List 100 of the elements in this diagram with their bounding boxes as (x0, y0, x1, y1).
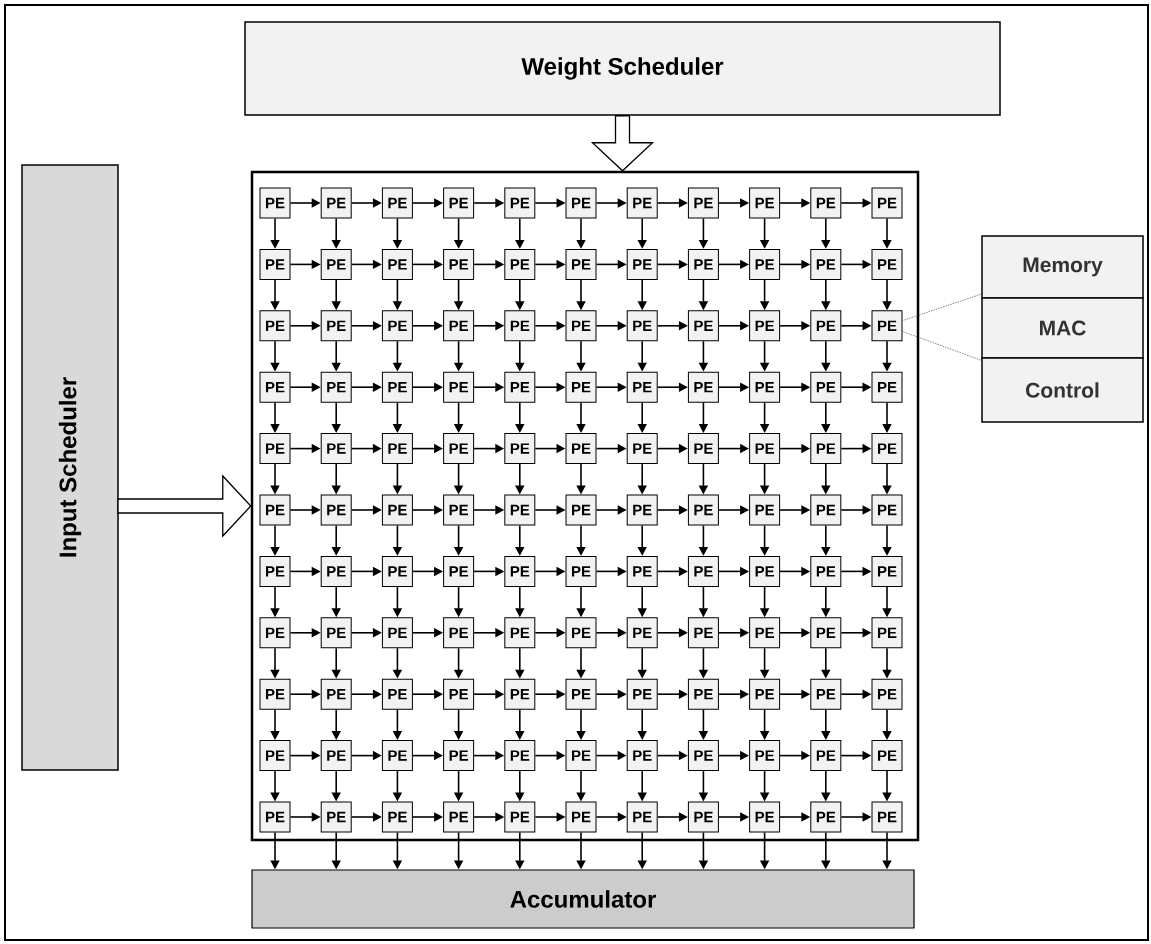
pe-box: PE (504, 433, 536, 465)
pe-box: PE (810, 740, 842, 772)
pe-box: PE (320, 187, 352, 219)
pe-box: PE (565, 740, 597, 772)
pe-box: PE (381, 494, 413, 526)
pe-box: PE (749, 801, 781, 833)
pe-box: PE (687, 248, 719, 280)
accumulator-box: Accumulator (251, 869, 915, 929)
pe-box: PE (687, 371, 719, 403)
pe-box: PE (749, 678, 781, 710)
pe-box: PE (565, 801, 597, 833)
pe-box: PE (871, 678, 903, 710)
pe-box: PE (259, 310, 291, 342)
arrow (821, 708, 831, 740)
pe-box: PE (259, 801, 291, 833)
pe-box: PE (259, 678, 291, 710)
pe-box: PE (810, 310, 842, 342)
component-box: Control (981, 357, 1144, 423)
pe-box: PE (565, 555, 597, 587)
pe-box: PE (504, 248, 536, 280)
pe-box: PE (871, 617, 903, 649)
arrow (515, 708, 525, 740)
pe-box: PE (259, 740, 291, 772)
pe-box: PE (871, 371, 903, 403)
pe-box: PE (259, 371, 291, 403)
pe-box: PE (871, 187, 903, 219)
pe-box: PE (687, 555, 719, 587)
pe-box: PE (381, 248, 413, 280)
pe-box: PE (687, 801, 719, 833)
pe-box: PE (504, 617, 536, 649)
pe-box: PE (443, 371, 475, 403)
pe-box: PE (381, 555, 413, 587)
pe-box: PE (626, 187, 658, 219)
pe-box: PE (259, 433, 291, 465)
pe-box: PE (443, 678, 475, 710)
pe-box: PE (381, 433, 413, 465)
pe-box: PE (749, 555, 781, 587)
pe-box: PE (749, 310, 781, 342)
pe-box: PE (626, 371, 658, 403)
pe-box: PE (749, 740, 781, 772)
pe-box: PE (687, 617, 719, 649)
pe-box: PE (443, 310, 475, 342)
pe-box: PE (381, 617, 413, 649)
pe-box: PE (320, 494, 352, 526)
pe-box: PE (320, 555, 352, 587)
pe-box: PE (565, 371, 597, 403)
pe-box: PE (687, 310, 719, 342)
scheduler-box: Input Scheduler (21, 164, 119, 771)
leader-line (902, 331, 982, 361)
pe-box: PE (320, 801, 352, 833)
pe-box: PE (565, 494, 597, 526)
arrow (270, 708, 280, 740)
pe-box: PE (871, 433, 903, 465)
pe-box: PE (810, 433, 842, 465)
pe-box: PE (626, 678, 658, 710)
pe-box: PE (259, 617, 291, 649)
pe-box: PE (504, 310, 536, 342)
pe-box: PE (381, 740, 413, 772)
arrow (882, 401, 892, 433)
pe-box: PE (565, 248, 597, 280)
pe-box: PE (810, 187, 842, 219)
pe-box: PE (443, 555, 475, 587)
pe-box: PE (443, 740, 475, 772)
pe-box: PE (320, 310, 352, 342)
pe-box: PE (871, 555, 903, 587)
component-box: Memory (981, 235, 1144, 299)
block-arrow (590, 115, 655, 172)
pe-box: PE (687, 187, 719, 219)
pe-box: PE (504, 740, 536, 772)
pe-box: PE (810, 678, 842, 710)
pe-box: PE (626, 801, 658, 833)
pe-box: PE (320, 248, 352, 280)
component-box: MAC (981, 297, 1144, 359)
pe-box: PE (443, 494, 475, 526)
pe-box: PE (381, 310, 413, 342)
pe-box: PE (320, 740, 352, 772)
pe-box: PE (810, 494, 842, 526)
pe-box: PE (259, 494, 291, 526)
pe-box: PE (810, 617, 842, 649)
arrow (821, 401, 831, 433)
pe-box: PE (687, 494, 719, 526)
pe-box: PE (871, 248, 903, 280)
pe-box: PE (259, 187, 291, 219)
pe-box: PE (381, 371, 413, 403)
pe-box: PE (626, 555, 658, 587)
pe-box: PE (749, 433, 781, 465)
pe-box: PE (626, 494, 658, 526)
pe-box: PE (810, 555, 842, 587)
pe-box: PE (381, 187, 413, 219)
pe-box: PE (810, 248, 842, 280)
pe-box: PE (443, 433, 475, 465)
pe-box: PE (871, 740, 903, 772)
pe-box: PE (320, 678, 352, 710)
pe-box: PE (687, 433, 719, 465)
pe-box: PE (565, 433, 597, 465)
pe-box: PE (504, 801, 536, 833)
pe-box: PE (749, 494, 781, 526)
arrow (576, 708, 586, 740)
pe-box: PE (259, 555, 291, 587)
arrow (270, 401, 280, 433)
